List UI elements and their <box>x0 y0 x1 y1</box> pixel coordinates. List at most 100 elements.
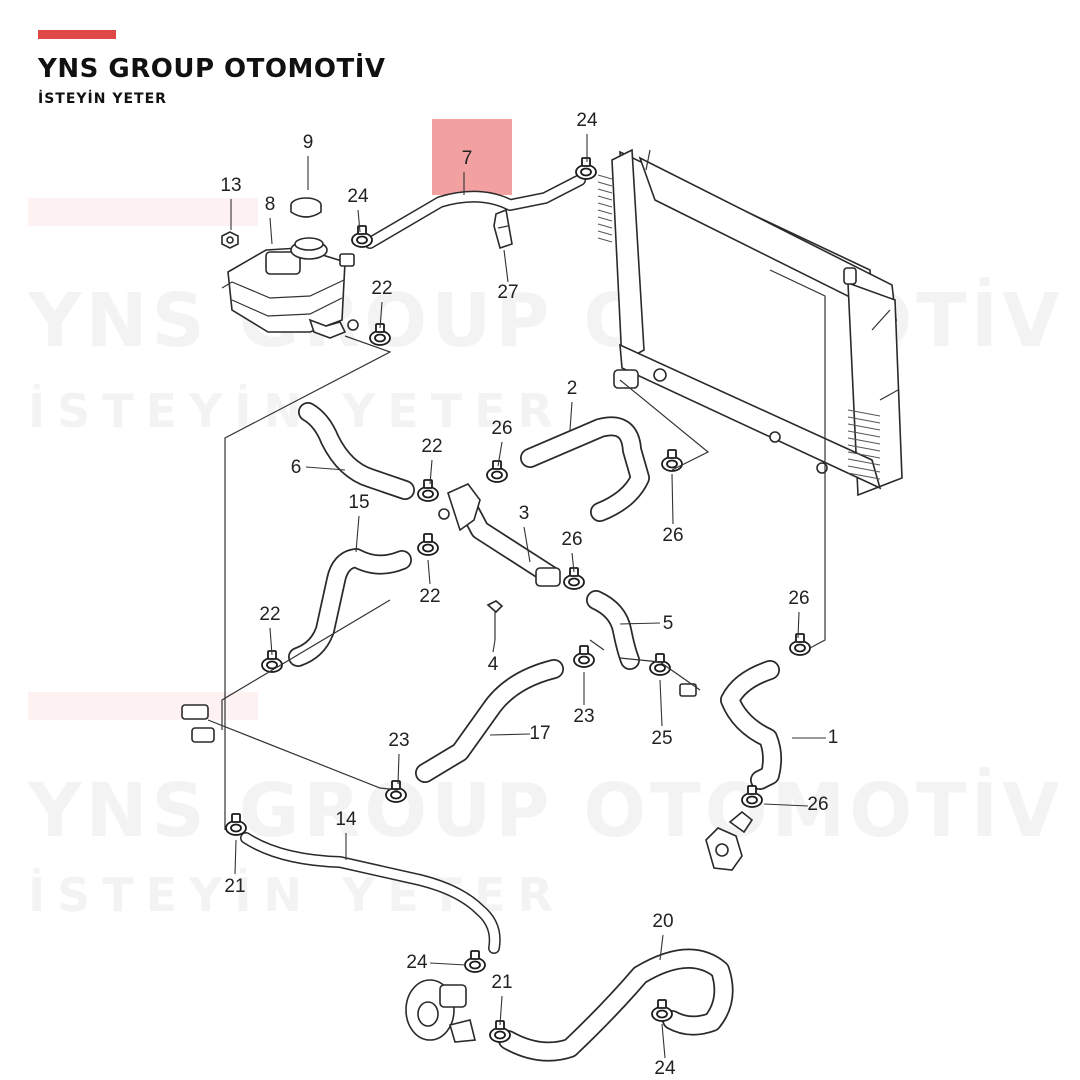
radiator-cap <box>290 197 322 218</box>
callout-label: 14 <box>335 809 357 830</box>
callout-label: 15 <box>348 492 369 513</box>
callout-leader <box>489 733 531 736</box>
callout-label: 26 <box>662 525 683 546</box>
callout-leader <box>671 473 674 525</box>
water-pump <box>405 979 477 1043</box>
radiator <box>597 148 903 497</box>
callout: 21 <box>491 972 513 1026</box>
hose-clamp <box>489 1020 511 1043</box>
thermostat-housing <box>438 483 754 871</box>
hose-clamp <box>651 999 673 1022</box>
callout-leader <box>427 559 431 585</box>
callout-label: 27 <box>497 282 518 303</box>
callout-leader <box>355 515 360 553</box>
callout-label: 24 <box>576 110 598 131</box>
callout-leader <box>569 401 573 431</box>
callout-label: 26 <box>807 794 828 815</box>
callout-label: 20 <box>652 911 673 932</box>
hose-clamp <box>385 780 407 803</box>
callout: 21 <box>224 839 246 897</box>
hose-clamp <box>486 460 508 483</box>
hose-clamp <box>575 157 597 180</box>
hoses <box>240 174 783 1062</box>
callout-leader <box>571 552 575 573</box>
callout: 8 <box>265 194 276 245</box>
callout: 23 <box>388 730 410 785</box>
callout: 24 <box>406 952 467 973</box>
callout-leader <box>499 995 503 1026</box>
callout: 4 <box>488 639 499 675</box>
callout-leader <box>269 217 273 245</box>
hose-clamp <box>649 653 671 676</box>
watermark-bar <box>28 692 258 720</box>
brand-tagline: İSTEYİN YETER <box>38 91 167 107</box>
callout-leader <box>379 301 383 329</box>
callout-label: 13 <box>220 175 241 196</box>
callout-leader <box>305 466 346 471</box>
callout: 26 <box>788 588 810 639</box>
callout-leader <box>659 679 663 727</box>
clamps <box>225 157 811 1043</box>
callout: 24 <box>654 1023 676 1079</box>
callout-leader <box>429 962 467 966</box>
watermark-bar <box>28 198 258 226</box>
callout: 26 <box>662 473 684 546</box>
callout: 5 <box>619 613 673 634</box>
bolt <box>486 600 504 640</box>
callout-label: 26 <box>788 588 809 609</box>
highlight-box <box>432 119 512 195</box>
callout-label: 4 <box>488 654 499 675</box>
callout-leader <box>357 209 361 233</box>
callout: 26 <box>491 418 513 467</box>
callout-label: 8 <box>265 194 276 215</box>
callout-leader <box>234 839 237 875</box>
callout: 22 <box>419 559 441 607</box>
callout: 22 <box>421 436 443 485</box>
hose-clamp <box>573 645 595 668</box>
callout: 24 <box>576 110 598 162</box>
callout: 1 <box>792 727 838 748</box>
callout-label: 9 <box>303 132 314 153</box>
callout-label: 24 <box>406 952 428 973</box>
callout-label: 1 <box>828 727 839 748</box>
callout-label: 21 <box>224 876 245 897</box>
callout-label: 22 <box>259 604 280 625</box>
callout-label: 17 <box>529 723 550 744</box>
hose-clamp <box>369 323 391 346</box>
callout-label: 22 <box>421 436 442 457</box>
callout: 6 <box>291 457 346 478</box>
callout: 25 <box>651 679 673 749</box>
callout-label: 3 <box>519 503 530 524</box>
callout-label: 25 <box>651 728 672 749</box>
hose-clamp <box>661 449 683 472</box>
callout-leader <box>397 753 400 785</box>
hose-bracket <box>493 208 513 250</box>
callout-leader <box>503 249 509 283</box>
brand-name: YNS GROUP OTOMOTİV <box>38 54 386 84</box>
callout-label: 24 <box>347 186 369 207</box>
callout-leader <box>797 611 800 639</box>
callout: 9 <box>303 132 314 190</box>
hose-clamp <box>464 950 486 973</box>
callout: 26 <box>763 794 829 815</box>
callout: 14 <box>335 809 357 860</box>
brand-accent-bar <box>38 30 116 39</box>
nut <box>221 231 239 249</box>
assembly-lines <box>207 269 826 830</box>
callout-leader <box>661 1023 666 1059</box>
callout-label: 23 <box>388 730 409 751</box>
callout: 23 <box>573 672 595 727</box>
callout-leader <box>619 622 661 625</box>
callout: 3 <box>519 503 531 563</box>
callout: 17 <box>489 723 551 744</box>
callout: 15 <box>348 492 370 553</box>
callout: 26 <box>561 529 583 573</box>
callout: 22 <box>259 604 281 656</box>
callout-label: 23 <box>573 706 594 727</box>
expansion-tank <box>221 237 359 339</box>
hose-clamp <box>417 479 439 502</box>
callout-label: 24 <box>654 1058 676 1079</box>
callout-label: 22 <box>419 586 440 607</box>
callout-leader <box>659 934 664 961</box>
